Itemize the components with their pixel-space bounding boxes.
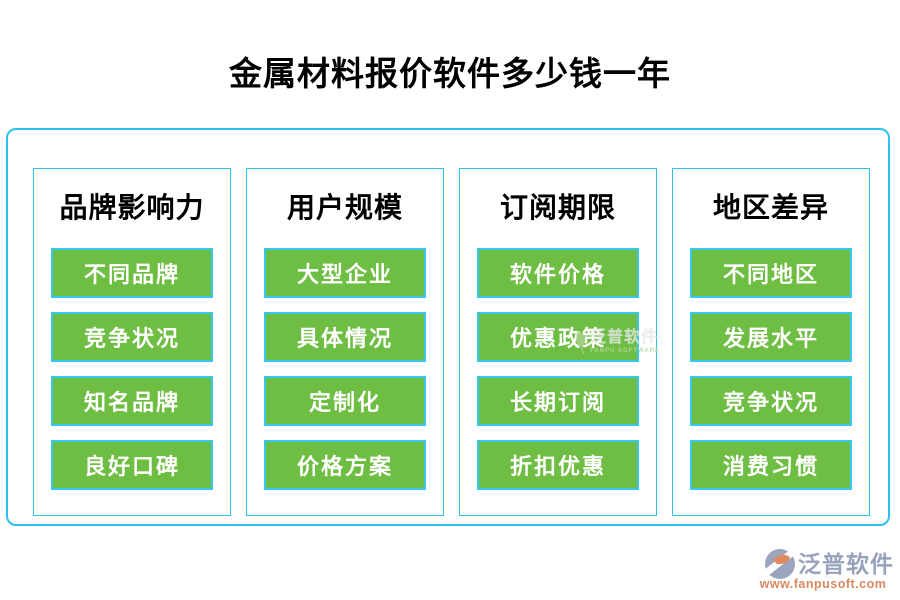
topic-button[interactable]: 具体情况	[264, 312, 426, 362]
topic-button[interactable]: 价格方案	[264, 440, 426, 490]
topic-button[interactable]: 不同地区	[690, 248, 852, 298]
category-card-brand-influence: 品牌影响力 不同品牌 竞争状况 知名品牌 良好口碑	[33, 168, 231, 516]
topic-button[interactable]: 竞争状况	[51, 312, 213, 362]
category-card-subscription-term: 订阅期限 软件价格 优惠政策 长期订阅 折扣优惠	[459, 168, 657, 516]
topic-button[interactable]: 发展水平	[690, 312, 852, 362]
main-frame: 品牌影响力 不同品牌 竞争状况 知名品牌 良好口碑 用户规模 大型企业 具体情况…	[6, 128, 890, 526]
topic-button[interactable]: 不同品牌	[51, 248, 213, 298]
category-card-region-difference: 地区差异 不同地区 发展水平 竞争状况 消费习惯	[672, 168, 870, 516]
topic-button[interactable]: 折扣优惠	[477, 440, 639, 490]
topic-button[interactable]: 知名品牌	[51, 376, 213, 426]
topic-button[interactable]: 良好口碑	[51, 440, 213, 490]
topic-button[interactable]: 优惠政策	[477, 312, 639, 362]
topic-button[interactable]: 竞争状况	[690, 376, 852, 426]
topic-button[interactable]: 定制化	[264, 376, 426, 426]
category-card-user-scale: 用户规模 大型企业 具体情况 定制化 价格方案	[246, 168, 444, 516]
topic-button[interactable]: 软件价格	[477, 248, 639, 298]
page-title: 金属材料报价软件多少钱一年	[229, 55, 671, 92]
topic-button[interactable]: 消费习惯	[690, 440, 852, 490]
brand-name: 泛普软件	[798, 551, 894, 577]
topic-button[interactable]: 大型企业	[264, 248, 426, 298]
category-header: 订阅期限	[499, 192, 616, 223]
fanpu-logo-icon	[764, 548, 796, 580]
category-header: 用户规模	[286, 192, 403, 223]
topic-button[interactable]: 长期订阅	[477, 376, 639, 426]
category-header: 地区差异	[712, 192, 829, 223]
category-header: 品牌影响力	[59, 192, 205, 223]
brand-url-link[interactable]: www.fanpusoft.com	[759, 577, 887, 591]
fanpu-logo: 泛普软件 www.fanpusoft.com	[752, 548, 894, 591]
